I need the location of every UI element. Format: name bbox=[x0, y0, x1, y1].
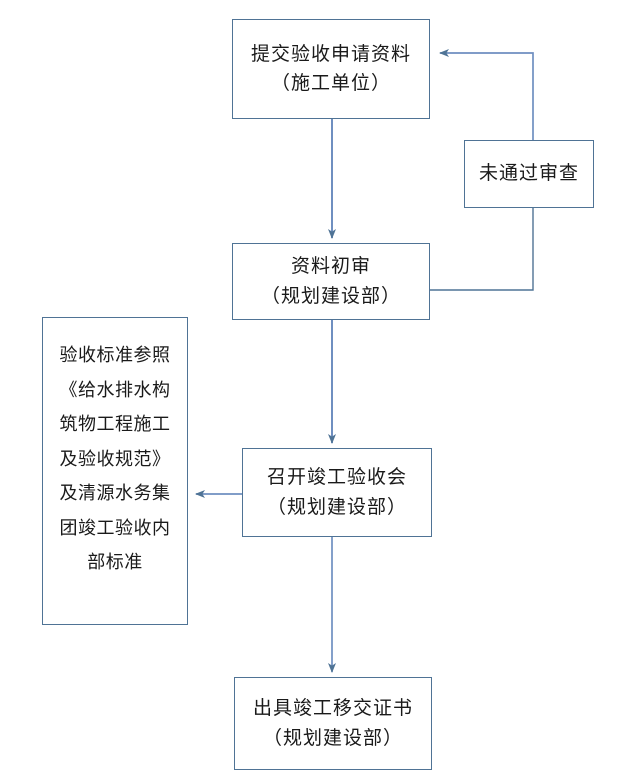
node-issue-certificate[interactable]: 出具竣工移交证书 （规划建设部） bbox=[234, 677, 432, 770]
node-meeting-line-2: （规划建设部） bbox=[266, 496, 407, 518]
node-acceptance-standard-note[interactable]: 验收标准参照 《给水排水构 筑物工程施工 及验收规范》 及清源水务集 团竣工验收… bbox=[42, 317, 188, 625]
node-rejected-line-1: 未通过审查 bbox=[478, 163, 579, 185]
node-review-rejected[interactable]: 未通过审查 bbox=[464, 140, 594, 208]
node-standard-line-7: 部标准 bbox=[87, 552, 143, 573]
node-submit-application[interactable]: 提交验收申请资料 （施工单位） bbox=[232, 19, 430, 119]
node-standard-line-3: 筑物工程施工 bbox=[59, 414, 171, 435]
node-standard-line-2: 《给水排水构 bbox=[59, 379, 171, 400]
node-standard-line-4: 及验收规范》 bbox=[59, 448, 171, 469]
node-submit-line-2: （施工单位） bbox=[270, 73, 391, 94]
node-certificate-line-1: 出具竣工移交证书 bbox=[252, 698, 413, 720]
node-submit-line-1: 提交验收申请资料 bbox=[250, 43, 411, 65]
node-preliminary-review[interactable]: 资料初审 （规划建设部） bbox=[232, 243, 430, 320]
node-standard-line-6: 团竣工验收内 bbox=[59, 517, 171, 538]
node-acceptance-meeting[interactable]: 召开竣工验收会 （规划建设部） bbox=[242, 448, 432, 537]
node-review-line-1: 资料初审 bbox=[290, 256, 371, 278]
node-review-line-2: （规划建设部） bbox=[260, 285, 401, 307]
node-standard-line-5: 及清源水务集 bbox=[59, 483, 171, 504]
node-meeting-line-1: 召开竣工验收会 bbox=[266, 467, 407, 489]
node-standard-line-1: 验收标准参照 bbox=[59, 345, 171, 365]
connector-review-to-rejected bbox=[430, 208, 534, 291]
connector-rejected-to-submit bbox=[439, 49, 534, 140]
node-certificate-line-2: （规划建设部） bbox=[262, 727, 403, 749]
